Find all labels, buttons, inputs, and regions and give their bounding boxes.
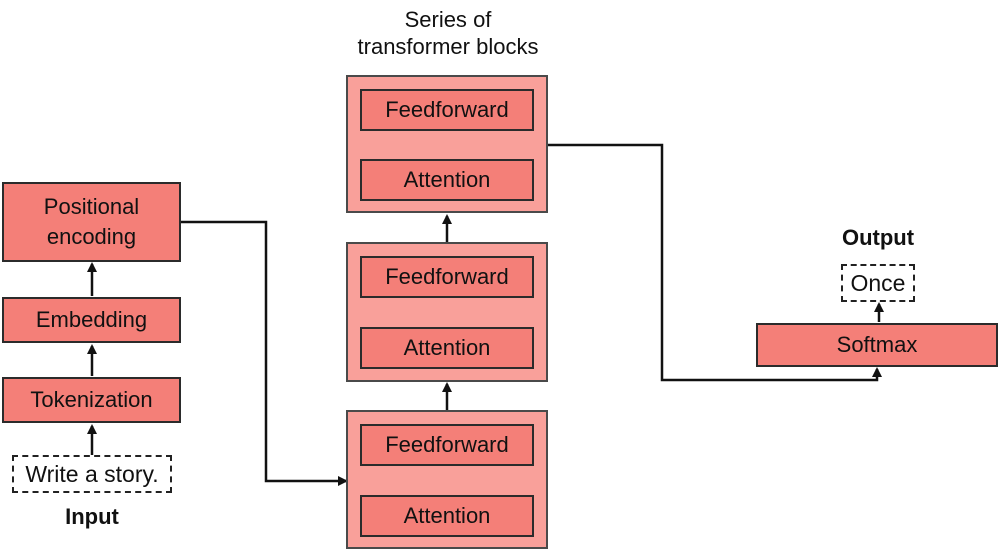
tokenization-label: Tokenization [30, 387, 153, 412]
feedforward-box: Feedforward [360, 89, 534, 131]
input-text: Write a story. [25, 460, 159, 487]
feedforward-label: Feedforward [385, 97, 509, 122]
transformer-title-word2: of [473, 7, 492, 32]
tokenization-box: Tokenization [2, 377, 181, 423]
attention-box: Attention [360, 495, 534, 537]
transformer-block-3: Feedforward Attention [346, 410, 548, 549]
transformer-title: Series of transformer blocks [320, 6, 576, 60]
attention-label: Attention [403, 167, 491, 192]
output-text-box: Once [841, 264, 915, 302]
arrow-transformer-to-softmax [548, 143, 882, 382]
transformer-block-1: Feedforward Attention [346, 75, 548, 213]
embedding-box: Embedding [2, 297, 181, 343]
positional-label-line2: encoding [46, 224, 137, 249]
feedforward-label: Feedforward [385, 432, 509, 457]
attention-label: Attention [403, 503, 491, 528]
softmax-box: Softmax [756, 323, 998, 367]
output-text: Once [850, 269, 906, 296]
input-text-box: Write a story. [12, 455, 172, 493]
feedforward-box: Feedforward [360, 256, 534, 298]
transformer-title-line2: transformer blocks [357, 34, 539, 59]
feedforward-box: Feedforward [360, 424, 534, 466]
attention-box: Attention [360, 159, 534, 201]
feedforward-label: Feedforward [385, 264, 509, 289]
attention-label: Attention [403, 335, 491, 360]
attention-box: Attention [360, 327, 534, 369]
input-heading: Input [65, 504, 119, 529]
transformer-title-word1: Series [404, 7, 467, 32]
positional-encoding-box: Positional encoding [2, 182, 181, 262]
positional-label-line1: Positional [43, 194, 140, 219]
softmax-label: Softmax [836, 332, 918, 357]
transformer-block-2: Feedforward Attention [346, 242, 548, 382]
arrow-positional-to-transformer [181, 220, 348, 486]
output-heading: Output [841, 225, 915, 250]
embedding-label: Embedding [35, 307, 148, 332]
